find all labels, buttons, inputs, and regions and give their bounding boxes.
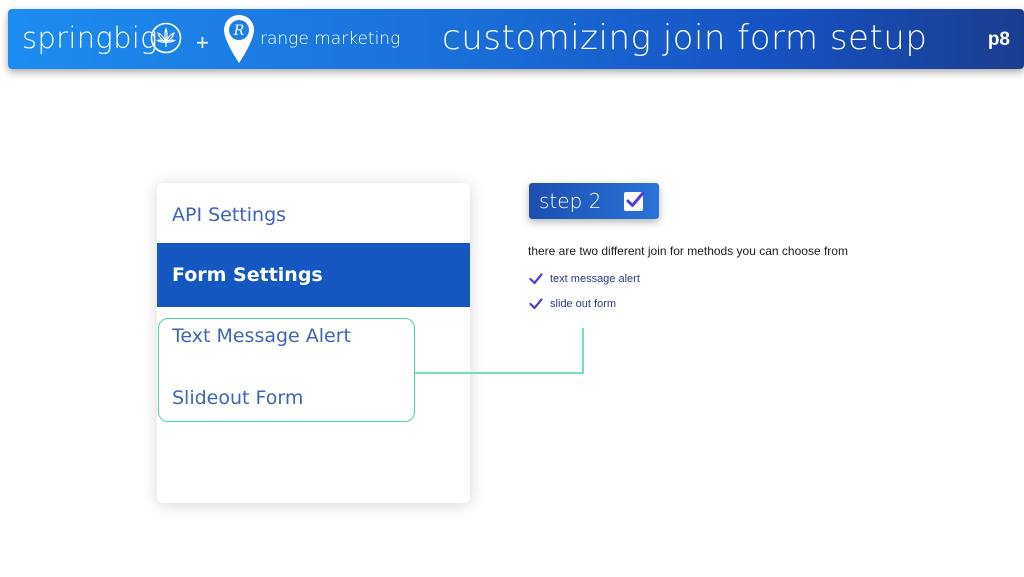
menu-item-text-message-alert[interactable]: Text Message Alert xyxy=(172,325,352,347)
step-label: step 2 xyxy=(539,189,602,213)
menu-item-api-settings[interactable]: API Settings xyxy=(172,204,287,226)
location-pin-icon: R xyxy=(224,15,254,63)
highlight-outline xyxy=(158,318,415,422)
range-marketing-text: range marketing xyxy=(260,29,401,49)
menu-item-form-settings[interactable]: Form Settings xyxy=(157,243,470,307)
step-badge: step 2 xyxy=(529,183,659,219)
pin-letter: R xyxy=(233,23,245,39)
menu-item-slideout-form[interactable]: Slideout Form xyxy=(172,387,304,409)
bullet-label: slide out form xyxy=(550,298,617,310)
plus-sign: + xyxy=(196,30,209,55)
cannabis-leaf-icon xyxy=(150,22,182,54)
settings-menu-card: API Settings Form Settings Text Message … xyxy=(157,183,470,503)
bullet-label: text message alert xyxy=(550,273,640,285)
checkmark-icon xyxy=(529,298,543,310)
checkmark-icon xyxy=(529,273,543,285)
page-number: p8 xyxy=(987,29,1010,50)
intro-text: there are two different join for methods… xyxy=(528,244,848,258)
checkbox-checked-icon xyxy=(624,191,645,211)
header-banner: springbig + R range marketing customizin… xyxy=(8,9,1024,69)
springbig-logo-text: springbig xyxy=(22,21,158,55)
page-title: customizing join form setup xyxy=(442,18,928,58)
menu-item-label: Form Settings xyxy=(172,264,323,286)
